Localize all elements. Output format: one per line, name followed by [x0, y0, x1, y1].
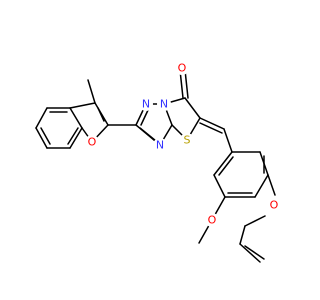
furan-oxygen-atom: O	[85, 135, 99, 149]
triazole-n1-atom: N	[139, 97, 153, 111]
atom-labels: N N N S O O O O	[85, 61, 281, 227]
svg-text:N: N	[142, 98, 150, 111]
svg-text:N: N	[160, 98, 168, 111]
ring-sulfur-atom: S	[180, 133, 194, 147]
svg-text:O: O	[208, 214, 217, 227]
carbonyl-oxygen-atom: O	[175, 61, 189, 75]
triazole-n4-atom: N	[153, 138, 167, 152]
molecule-structure-diagram: N N N S O O O O	[35, 61, 281, 263]
allyloxy-oxygen-atom: O	[267, 198, 281, 212]
svg-text:S: S	[184, 134, 191, 147]
svg-text:O: O	[178, 62, 187, 75]
methoxy-oxygen-atom: O	[205, 213, 219, 227]
svg-text:O: O	[88, 136, 97, 149]
bond-lines	[35, 69, 276, 263]
svg-text:N: N	[156, 139, 164, 152]
svg-text:O: O	[270, 199, 279, 212]
triazole-n2-atom: N	[157, 97, 171, 111]
